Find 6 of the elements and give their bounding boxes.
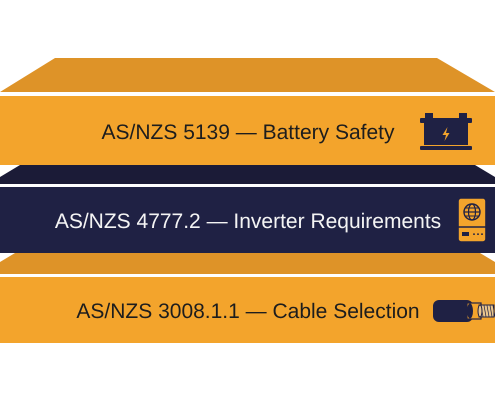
layer-slab xyxy=(0,58,495,165)
layer-slab xyxy=(0,165,495,253)
layer-slab xyxy=(0,253,495,343)
standard-label: AS/NZS 5139 — Battery Safety xyxy=(102,121,394,145)
standard-label: AS/NZS 3008.1.1 — Cable Selection xyxy=(76,300,420,324)
standard-label: AS/NZS 4777.2 — Inverter Requirements xyxy=(54,210,442,234)
